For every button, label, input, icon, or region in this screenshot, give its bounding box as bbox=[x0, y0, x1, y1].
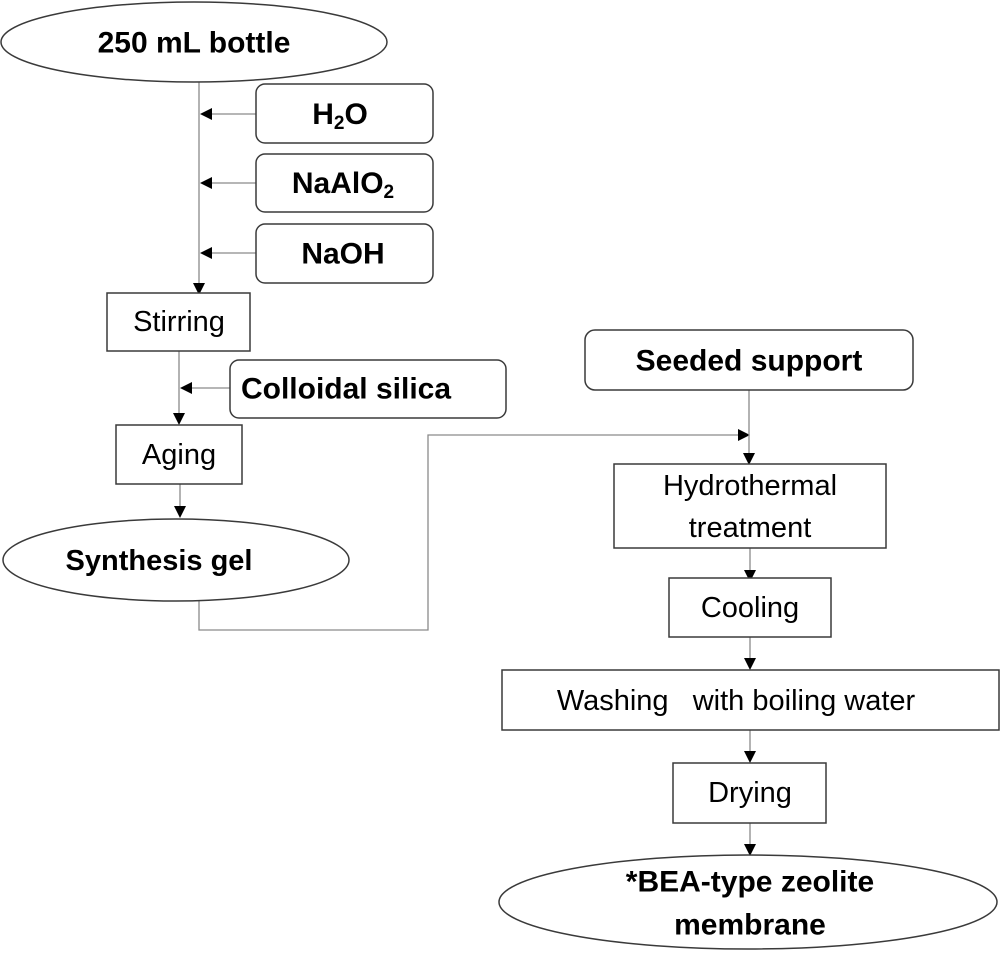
node-250ml-bottle: 250 mL bottle bbox=[0, 1, 388, 83]
node-hydrothermal-treatment: Hydrothermal treatment bbox=[613, 463, 887, 549]
node-label: Synthesis gel bbox=[66, 545, 253, 577]
node-label: H2O bbox=[312, 98, 368, 134]
node-label: Colloidal silica bbox=[241, 373, 451, 406]
arrowhead-to-gel bbox=[174, 506, 186, 518]
arrowhead-naalo2 bbox=[200, 177, 212, 189]
arrowhead-to-membrane bbox=[744, 844, 756, 856]
node-label: Stirring bbox=[133, 306, 225, 338]
node-cooling: Cooling bbox=[668, 577, 832, 638]
arrowhead-to-cooling bbox=[744, 570, 756, 582]
node-label: Washing with boiling water bbox=[557, 685, 916, 717]
node-naoh: NaOH bbox=[255, 223, 434, 284]
node-label: NaOH bbox=[301, 238, 384, 271]
arrowhead-to-stirring bbox=[193, 283, 205, 295]
node-label-line2: membrane bbox=[674, 909, 826, 942]
node-label: Aging bbox=[142, 439, 216, 471]
node-washing: Washing with boiling water bbox=[501, 669, 1000, 731]
arrowhead-naoh bbox=[200, 247, 212, 259]
arrowhead-to-hydrothermal bbox=[743, 453, 755, 465]
node-colloidal-silica: Colloidal silica bbox=[229, 359, 507, 419]
arrowhead-h2o bbox=[200, 108, 212, 120]
node-label: NaAlO2 bbox=[292, 167, 394, 203]
node-label: Drying bbox=[708, 777, 792, 809]
connector-gel-to-hydrothermal bbox=[198, 434, 738, 631]
arrowhead-to-aging bbox=[173, 413, 185, 425]
node-naalo2: NaAlO2 bbox=[255, 153, 434, 213]
node-stirring: Stirring bbox=[106, 292, 251, 352]
node-synthesis-gel: Synthesis gel bbox=[2, 518, 350, 602]
arrowhead-to-drying bbox=[744, 751, 756, 763]
arrowhead-colloidal-silica bbox=[180, 382, 192, 394]
node-label: Cooling bbox=[701, 592, 799, 624]
node-label-line1: Hydrothermal bbox=[663, 470, 837, 502]
node-label-line1: *BEA-type zeolite bbox=[626, 866, 874, 899]
arrowhead-gel-join bbox=[738, 429, 750, 441]
node-drying: Drying bbox=[672, 762, 827, 824]
node-bea-zeolite-membrane: *BEA-type zeolite membrane bbox=[498, 854, 998, 950]
node-label: Seeded support bbox=[636, 345, 863, 378]
node-seeded-support: Seeded support bbox=[584, 329, 914, 391]
node-aging: Aging bbox=[115, 424, 243, 485]
node-label: 250 mL bottle bbox=[98, 27, 291, 60]
node-h2o: H2O bbox=[255, 83, 434, 144]
arrowhead-to-washing bbox=[744, 658, 756, 670]
node-label-line2: treatment bbox=[689, 512, 812, 544]
